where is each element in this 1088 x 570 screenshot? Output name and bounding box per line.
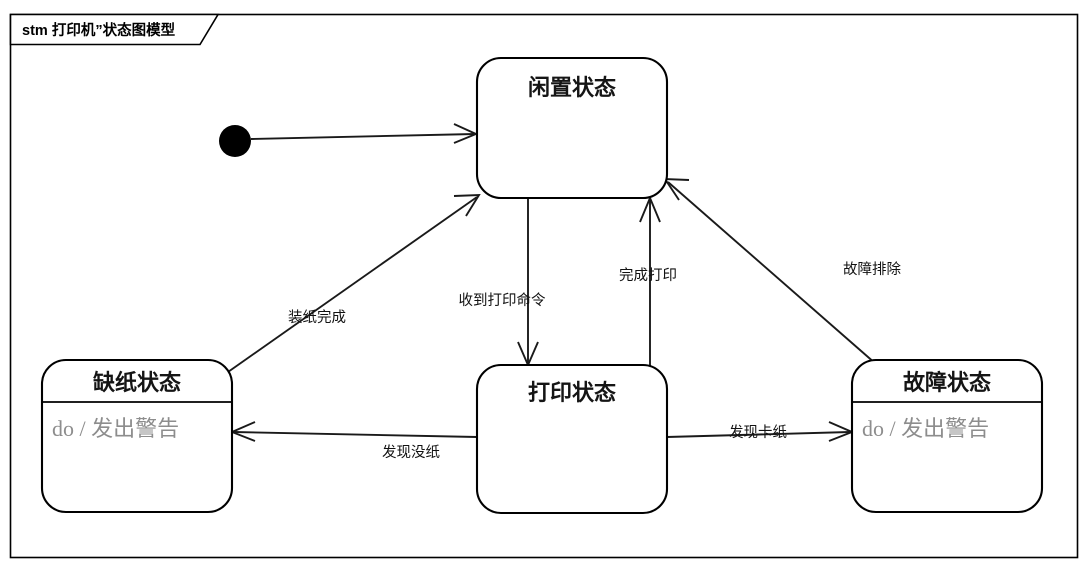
arrowhead (453, 193, 481, 217)
transition-label-paper-loaded: 装纸完成 (288, 309, 346, 326)
state-activity-out-of-paper: do / 发出警告 (52, 416, 179, 441)
state-node-out-of-paper[interactable]: 缺纸状态 do / 发出警告 (40, 358, 234, 514)
transition-label-print-complete: 完成打印 (619, 267, 677, 284)
state-body-idle[interactable] (475, 56, 669, 200)
state-body-out-of-paper[interactable] (40, 358, 234, 514)
state-body-fault[interactable] (850, 358, 1044, 514)
frame-title: stm 打印机”状态图模型 (22, 21, 176, 39)
initial-pseudostate-icon (219, 125, 251, 157)
transition-label-fault-cleared: 故障排除 (843, 260, 901, 278)
state-node-idle[interactable]: 闲置状态 (475, 56, 669, 200)
transition-label-print-command-received: 收到打印命令 (459, 291, 546, 309)
state-activity-fault: do / 发出警告 (862, 416, 989, 441)
transition-print-command-received: 收到打印命令 (459, 199, 546, 368)
state-name-out-of-paper: 缺纸状态 (93, 370, 181, 395)
transition-label-no-paper-detected: 发现没纸 (382, 444, 440, 461)
transition-label-paper-jam-detected: 发现卡纸 (729, 424, 787, 441)
state-name-printing: 打印状态 (528, 380, 616, 405)
state-name-fault: 故障状态 (903, 370, 991, 395)
transition-paper-loaded: 装纸完成 (227, 193, 481, 373)
state-body-printing[interactable] (475, 363, 669, 515)
frame-name-tab (9, 13, 220, 46)
state-name-idle: 闲置状态 (528, 75, 616, 100)
transition-no-paper-detected: 发现没纸 (229, 421, 478, 461)
state-node-printing[interactable]: 打印状态 (475, 363, 669, 515)
state-node-fault[interactable]: 故障状态 do / 发出警告 (850, 358, 1044, 514)
